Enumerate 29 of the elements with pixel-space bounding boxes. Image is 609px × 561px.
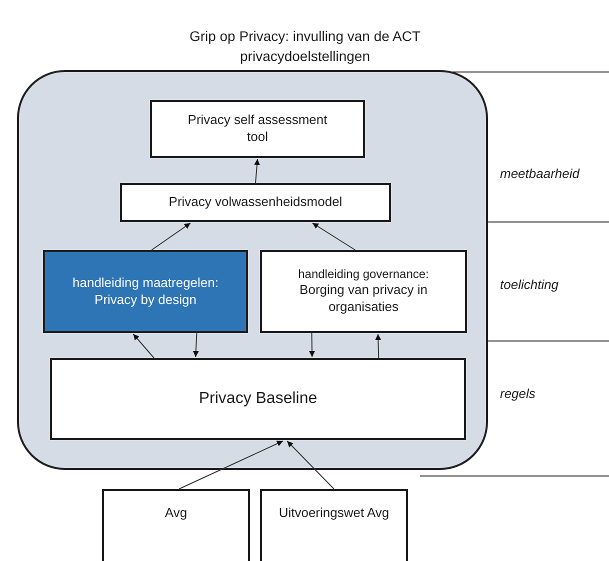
box-label: Avg — [164, 505, 188, 522]
arrow — [132, 334, 154, 358]
box-label: Privacy self assessment tool — [186, 112, 328, 146]
process-box — [260, 489, 408, 561]
arrow — [151, 222, 191, 250]
layer-label: regels — [500, 386, 536, 401]
layer-label: toelichting — [500, 277, 559, 292]
box-label: Borging van privacy in organisaties — [298, 282, 428, 316]
process-box — [150, 100, 365, 158]
box-label: Privacy Baseline — [198, 388, 318, 409]
arrow — [254, 158, 260, 184]
process-box — [102, 489, 250, 561]
process-box — [120, 183, 391, 222]
arrow — [178, 440, 284, 490]
process-box — [43, 250, 248, 333]
arrow — [309, 332, 315, 358]
arrow — [286, 440, 334, 490]
box-label: handleiding governance: — [298, 266, 429, 282]
box-label: Privacy volwassenheidsmodel — [168, 194, 342, 211]
diagram-title: Grip op Privacy: invulling van de ACT privacydoelstellingen — [188, 27, 422, 66]
box-label: handleiding maatregelen: Privacy by design — [72, 274, 220, 308]
box-label: Uitvoeringswet Avg — [278, 505, 390, 522]
arrow — [312, 222, 356, 250]
process-box — [50, 358, 466, 440]
process-box — [260, 250, 467, 333]
layer-panel — [17, 70, 488, 470]
arrow — [375, 334, 382, 358]
arrow — [192, 332, 199, 358]
layer-label: meetbaarheid — [500, 166, 580, 181]
